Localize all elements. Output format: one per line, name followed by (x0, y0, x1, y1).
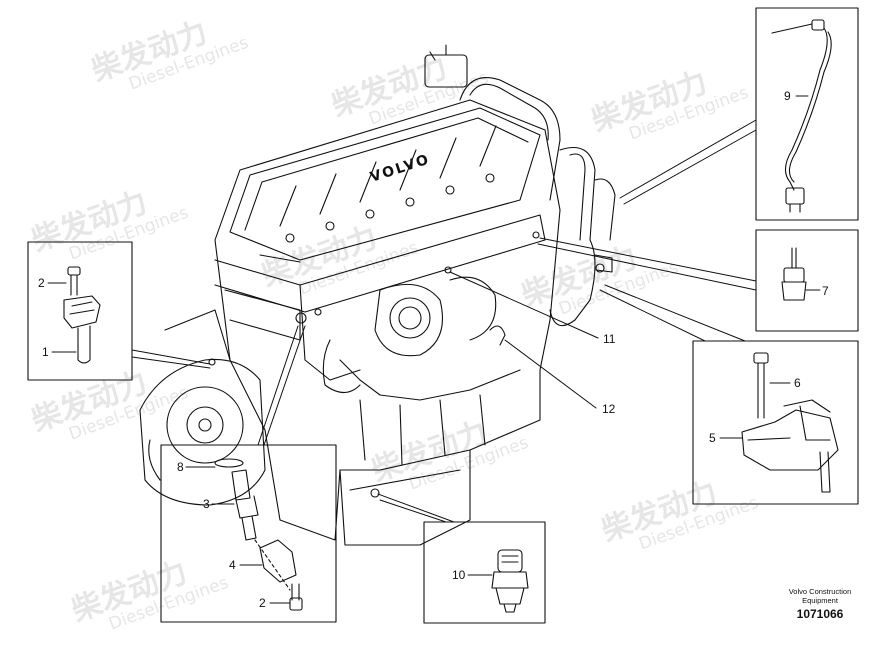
org-line-2: Equipment (802, 596, 838, 605)
callout-7: 7 (822, 284, 829, 298)
detail-box-long-sensor (755, 7, 859, 221)
leader-line (619, 119, 757, 199)
leader-line (504, 339, 597, 409)
leader-line (604, 284, 746, 342)
long-sensor-part (771, 19, 832, 213)
callout-2: 2 (259, 596, 266, 610)
detail-box-pressure-sensor (423, 521, 546, 624)
drawing-number: 1071066 (796, 607, 844, 621)
temp-sensor-part (781, 247, 807, 301)
leader-line (537, 243, 757, 291)
leader-line (131, 349, 211, 365)
callout-1: 1 (42, 345, 49, 359)
callout-6: 6 (794, 376, 801, 390)
callout-5: 5 (709, 431, 716, 445)
control-unit-part (741, 352, 839, 493)
callout-4: 4 (229, 558, 236, 572)
callout-9: 9 (784, 89, 791, 103)
diagram-drawing: VOLVO (27, 7, 859, 624)
leader-line (131, 356, 211, 369)
speed-sensor-part (214, 458, 303, 611)
detail-box-speed-sensor (160, 444, 337, 623)
leader-line (623, 129, 757, 205)
leader-line (539, 237, 757, 282)
detail-box-crank-sensor (27, 241, 133, 381)
callout-3: 3 (203, 497, 210, 511)
pressure-sensor-part (491, 549, 529, 613)
detail-box-temp-sensor (755, 229, 859, 332)
leader-line (257, 325, 299, 446)
leader-line (449, 271, 599, 339)
callout-11: 11 (603, 332, 616, 346)
drawing-footer: Volvo Construction Equipment 1071066 (780, 587, 860, 621)
callout-2: 2 (38, 276, 45, 290)
leader-line (377, 493, 455, 523)
leader-line (599, 289, 706, 342)
detail-box-control-unit (692, 340, 859, 505)
engine-block (139, 44, 616, 546)
callout-10: 10 (452, 568, 466, 582)
callout-8: 8 (177, 460, 184, 474)
volvo-text: VOLVO (368, 151, 432, 185)
callout-12: 12 (602, 402, 616, 416)
leader-line (263, 325, 306, 446)
crank-sensor-part (63, 266, 101, 364)
leader-line (379, 499, 447, 523)
org-line-1: Volvo Construction (788, 587, 852, 596)
